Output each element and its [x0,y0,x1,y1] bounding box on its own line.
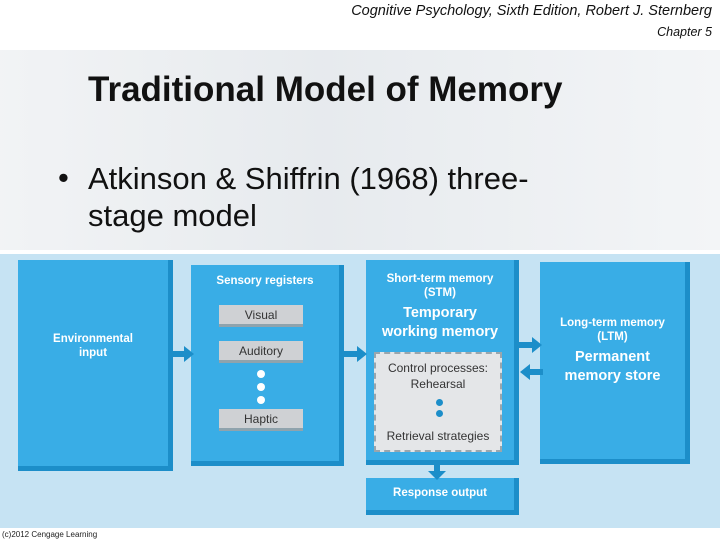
arrow-env-to-sensory [173,346,194,362]
ellipsis-dot-icon [257,396,265,404]
chapter-label: Chapter 5 [657,25,712,39]
register-visual: Visual [219,305,303,327]
stm-panel: Short-term memory (STM) Temporary workin… [366,260,519,465]
environmental-input-label: Environmental input [53,333,133,359]
ellipsis-dot-icon [436,399,443,406]
sensory-registers-title: Sensory registers [216,275,314,287]
arrow-ltm-to-stm [520,364,543,380]
arrow-stm-to-ltm [519,337,542,353]
slide-background-band [0,50,720,250]
ellipsis-dot-icon [436,410,443,417]
slide-title: Traditional Model of Memory [88,70,563,109]
response-output-panel: Response output [366,478,519,515]
copyright-notice: (c)2012 Cengage Learning [2,530,98,539]
register-auditory: Auditory [219,341,303,363]
arrow-sensory-to-stm [344,346,367,362]
response-output-label: Response output [393,487,487,499]
bullet-line-2: stage model [88,198,257,233]
ellipsis-dot-icon [257,370,265,378]
arrow-stm-to-response [428,465,446,480]
register-haptic: Haptic [219,409,303,431]
control-processes-box: Control processes: Rehearsal Retrieval s… [374,352,502,452]
bullet-point: Atkinson & Shiffrin (1968) three- stage … [88,160,588,234]
ltm-panel: Long-term memory (LTM) Permanent memory … [540,262,690,464]
ellipsis-dot-icon [257,383,265,391]
control-processes-label: Control processes: [387,361,489,375]
stm-title: Short-term memory (STM) [386,273,494,299]
book-reference: Cognitive Psychology, Sixth Edition, Rob… [351,3,712,19]
rehearsal-label: Rehearsal [410,377,466,391]
ltm-title: Long-term memory (LTM) [560,317,665,343]
retrieval-strategies-label: Retrieval strategies [386,429,490,443]
environmental-input-panel: Environmental input [18,260,173,471]
stm-subtitle: Temporary working memory [381,305,499,340]
ltm-subtitle: Permanent memory store [564,349,661,384]
bullet-icon: • [58,160,69,195]
sensory-registers-panel: Sensory registers Visual Auditory Haptic [191,265,344,466]
memory-model-diagram: Environmental input Sensory registers Vi… [0,254,720,528]
bullet-line-1: Atkinson & Shiffrin (1968) three- [88,161,529,196]
